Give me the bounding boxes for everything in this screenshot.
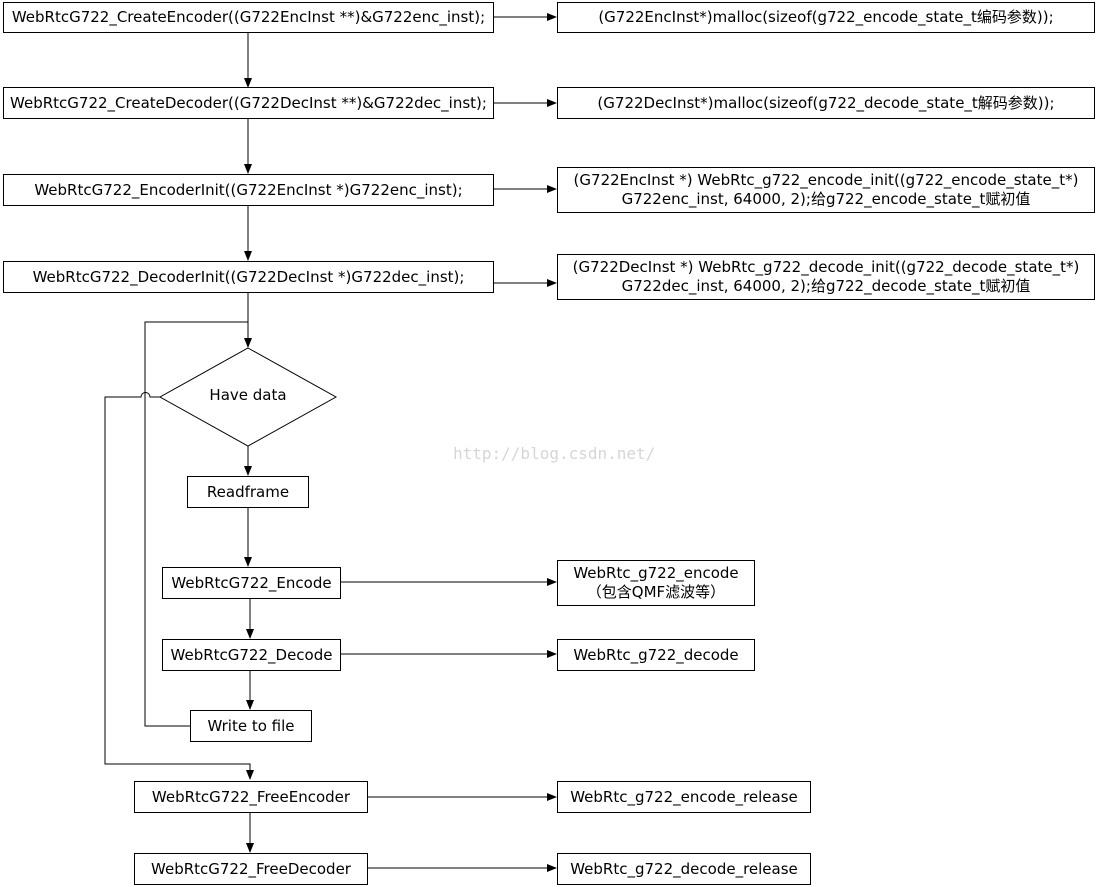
have-data-diamond [158, 347, 338, 447]
decoder-init-label: WebRtcG722_DecoderInit((G722DecInst *)G7… [32, 267, 465, 286]
readframe-box: Readframe [187, 476, 309, 508]
free-decoder-detail-box: WebRtc_g722_decode_release [557, 853, 811, 885]
watermark-text: http://blog.csdn.net/ [453, 444, 656, 463]
decode-box: WebRtcG722_Decode [162, 639, 341, 671]
free-encoder-detail-label: WebRtc_g722_encode_release [570, 787, 798, 806]
loop-back-line [144, 321, 248, 727]
create-decoder-detail-box: (G722DecInst*)malloc(sizeof(g722_decode_… [557, 87, 1095, 119]
create-decoder-detail-label: (G722DecInst*)malloc(sizeof(g722_decode_… [597, 93, 1055, 112]
readframe-label: Readframe [206, 482, 290, 501]
write-to-file-label: Write to file [207, 716, 295, 735]
create-encoder-detail-box: (G722EncInst*)malloc(sizeof(g722_encode_… [557, 2, 1095, 33]
encoder-init-detail-line1: (G722EncInst *) WebRtc_g722_encode_init(… [573, 171, 1079, 189]
decode-detail-label: WebRtc_g722_decode [573, 645, 739, 664]
create-encoder-label: WebRtcG722_CreateEncoder((G722EncInst **… [11, 8, 486, 26]
encode-box: WebRtcG722_Encode [162, 567, 341, 599]
no-data-exit-line [104, 392, 254, 780]
create-decoder-label: WebRtcG722_CreateDecoder((G722DecInst **… [10, 93, 487, 112]
create-encoder-box: WebRtcG722_CreateEncoder((G722EncInst **… [3, 2, 494, 33]
decoder-init-detail-line2: G722dec_inst, 64000, 2);给g722_decode_sta… [621, 277, 1031, 295]
free-encoder-label: WebRtcG722_FreeEncoder [151, 787, 351, 806]
create-encoder-detail-label: (G722EncInst*)malloc(sizeof(g722_encode_… [598, 8, 1054, 26]
encoder-init-detail-line2: G722enc_inst, 64000, 2);给g722_encode_sta… [621, 190, 1031, 208]
write-to-file-box: Write to file [190, 710, 312, 742]
encode-detail-line1: WebRtc_g722_encode [573, 564, 739, 582]
free-decoder-label: WebRtcG722_FreeDecoder [151, 859, 351, 878]
free-encoder-box: WebRtcG722_FreeEncoder [134, 781, 368, 813]
encode-label: WebRtcG722_Encode [171, 573, 332, 592]
decoder-init-detail-line1: (G722DecInst *) WebRtc_g722_decode_init(… [572, 258, 1080, 276]
encode-detail-line2: （包含QMF滤波等） [586, 583, 726, 601]
decode-detail-box: WebRtc_g722_decode [557, 639, 755, 671]
free-decoder-box: WebRtcG722_FreeDecoder [134, 853, 368, 885]
encode-detail-box: WebRtc_g722_encode （包含QMF滤波等） [557, 560, 755, 606]
encoder-init-detail-box: (G722EncInst *) WebRtc_g722_encode_init(… [557, 167, 1095, 213]
encoder-init-label: WebRtcG722_EncoderInit((G722EncInst *)G7… [34, 180, 463, 199]
free-decoder-detail-label: WebRtc_g722_decode_release [570, 859, 798, 878]
create-decoder-box: WebRtcG722_CreateDecoder((G722DecInst **… [3, 87, 494, 119]
decoder-init-detail-box: (G722DecInst *) WebRtc_g722_decode_init(… [557, 254, 1095, 300]
have-data-label: Have data [209, 386, 287, 404]
encoder-init-box: WebRtcG722_EncoderInit((G722EncInst *)G7… [3, 174, 494, 206]
free-encoder-detail-box: WebRtc_g722_encode_release [557, 781, 811, 813]
decode-label: WebRtcG722_Decode [170, 645, 333, 664]
decoder-init-box: WebRtcG722_DecoderInit((G722DecInst *)G7… [3, 261, 494, 293]
